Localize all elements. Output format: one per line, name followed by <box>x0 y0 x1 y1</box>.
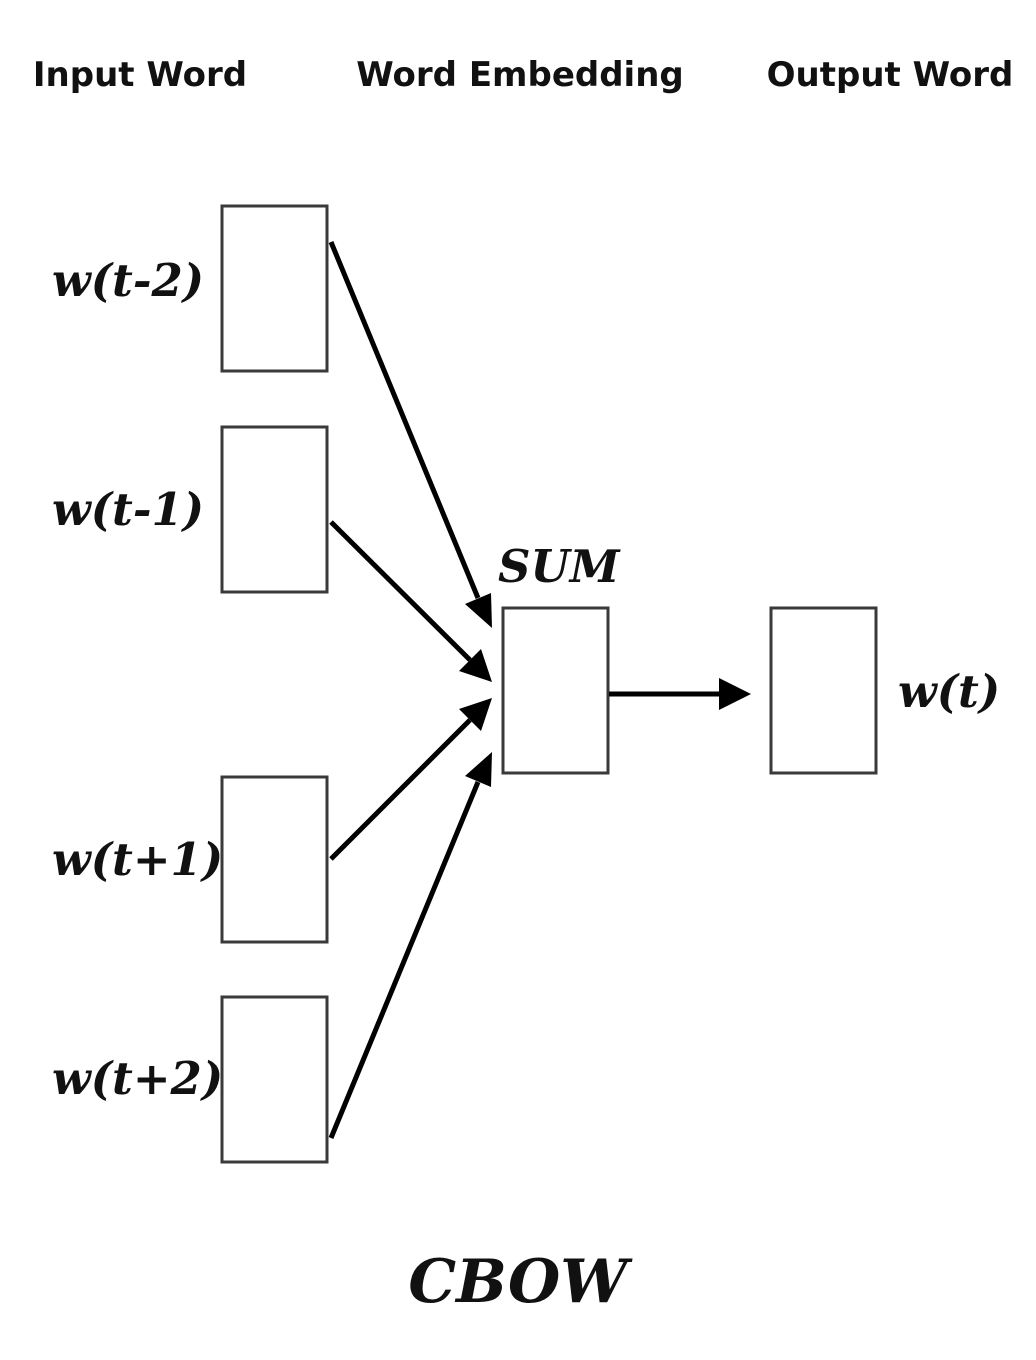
input-label-t-plus-2: w(t+2) <box>52 1052 223 1105</box>
sum-label: SUM <box>498 540 621 593</box>
header-input-word: Input Word <box>33 55 247 95</box>
header-output-word: Output Word <box>767 55 1014 95</box>
diagram-title: CBOW <box>408 1247 633 1317</box>
output-label: w(t) <box>898 665 1000 718</box>
sum-box <box>501 606 610 775</box>
output-box <box>769 606 878 775</box>
arrow-t-minus-1-to-sum <box>329 520 492 682</box>
input-label-t-plus-1: w(t+1) <box>52 833 223 886</box>
input-box-t-plus-1 <box>220 775 329 944</box>
input-label-t-minus-1: w(t-1) <box>52 483 204 536</box>
arrow-t-minus-2-to-sum <box>328 241 492 628</box>
input-box-t-minus-2 <box>220 204 329 373</box>
arrow-t-plus-1-to-sum <box>329 698 492 861</box>
arrow-sum-to-output <box>609 678 751 710</box>
input-box-t-minus-1 <box>220 425 329 594</box>
arrow-t-plus-2-to-sum <box>328 752 492 1139</box>
input-label-t-minus-2: w(t-2) <box>52 254 204 307</box>
input-box-t-plus-2 <box>220 995 329 1164</box>
header-word-embedding: Word Embedding <box>356 55 684 95</box>
